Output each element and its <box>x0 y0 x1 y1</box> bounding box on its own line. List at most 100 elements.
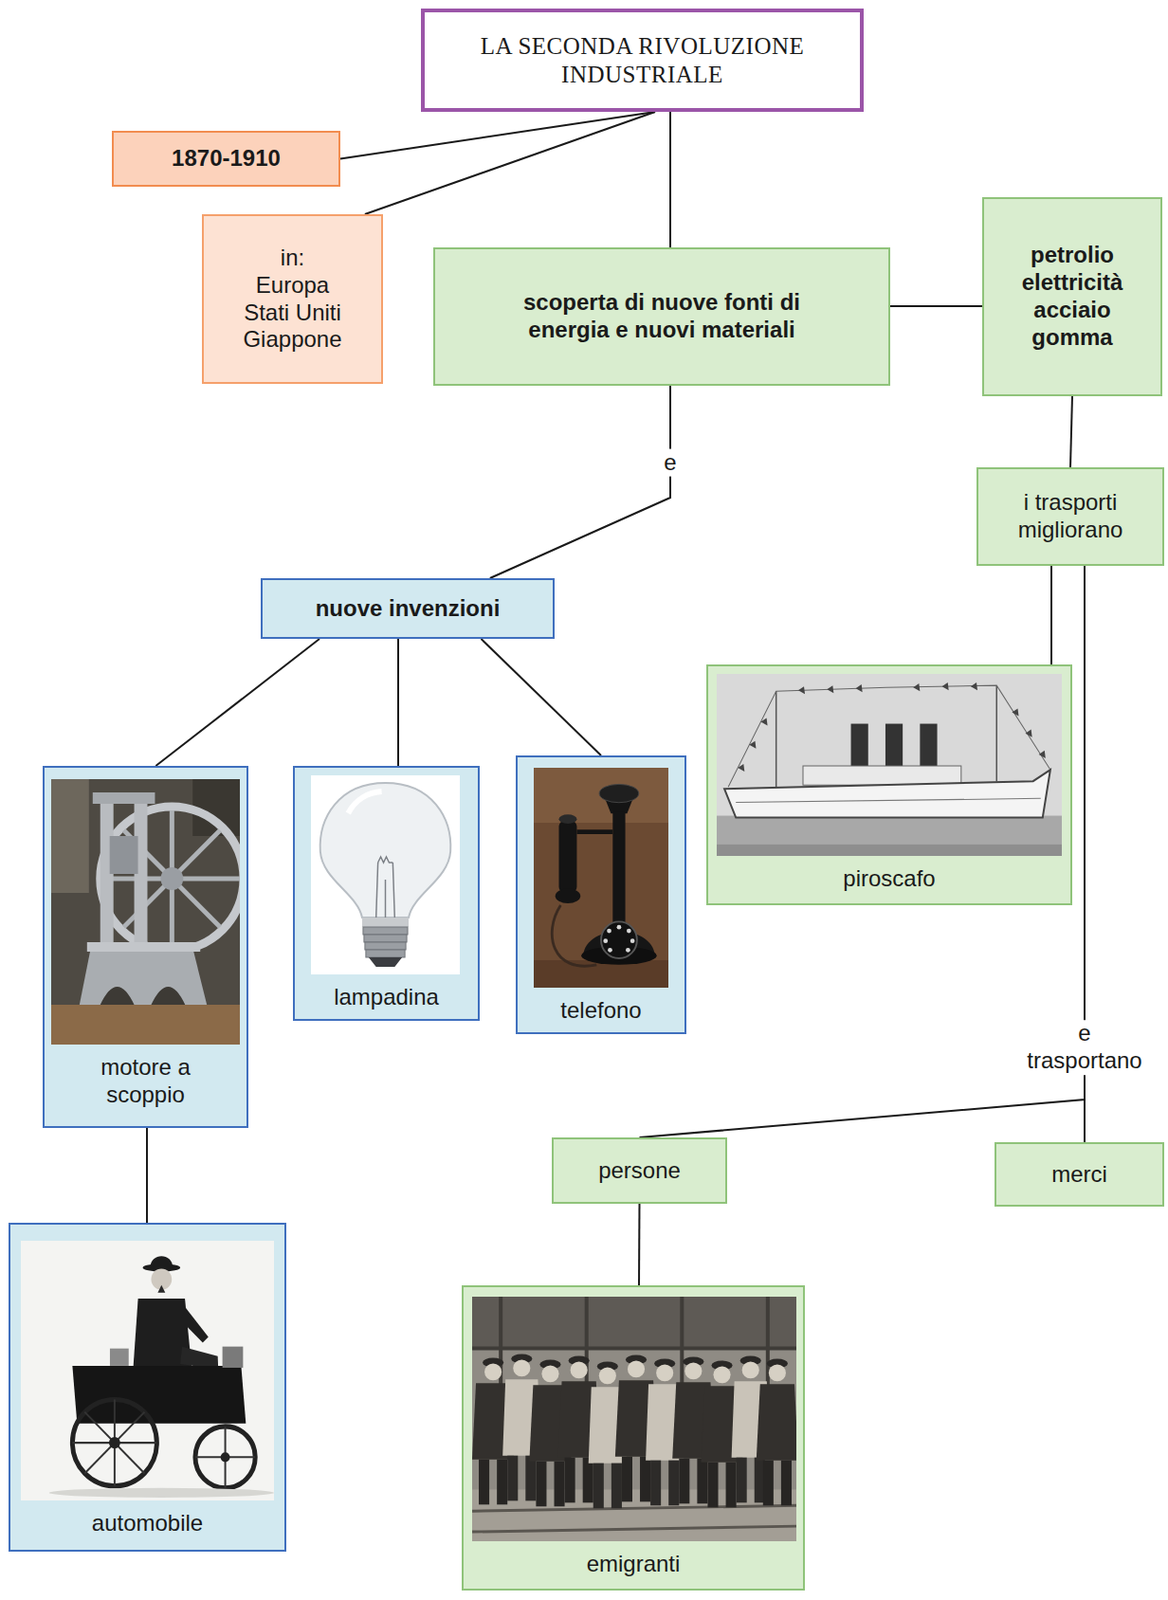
connector-label: e <box>658 449 681 477</box>
node-text: motore a scoppio <box>74 1054 218 1110</box>
engine-photo <box>51 779 240 1045</box>
illustration-part <box>617 925 622 931</box>
illustration-part <box>72 1399 256 1488</box>
illustration-part <box>157 1285 165 1294</box>
concept-box: merci <box>994 1142 1165 1207</box>
illustration-part <box>559 821 578 893</box>
illustration-part <box>748 741 756 749</box>
illustration-part <box>766 1296 770 1391</box>
illustration-part <box>472 1489 797 1542</box>
illustration-part <box>364 934 407 943</box>
connector-label: e trasportano <box>1022 1020 1147 1076</box>
illustration-part <box>607 948 613 953</box>
illustration-part <box>472 1296 797 1350</box>
illustration-part <box>347 791 382 814</box>
emigrants-photo <box>472 1296 797 1542</box>
illustration-part <box>109 1349 129 1367</box>
illustration-part <box>775 691 778 789</box>
period-box: 1870-1910 <box>111 130 341 187</box>
node-text: lampadina <box>333 984 439 1012</box>
illustration-part <box>100 986 186 1005</box>
illustration-part <box>803 766 962 785</box>
connector-line <box>397 638 400 767</box>
illustration-part <box>222 1347 244 1369</box>
node-text: 1870-1910 <box>171 145 281 173</box>
illustration-part <box>995 685 998 782</box>
illustration-part <box>92 792 156 804</box>
illustration-part <box>630 938 636 944</box>
picture-box: emigranti <box>461 1285 805 1591</box>
illustration-part <box>555 889 582 904</box>
illustration-part <box>362 917 409 928</box>
illustration-part <box>728 685 1051 787</box>
illustration-part <box>310 775 460 975</box>
illustration-part <box>737 764 745 772</box>
illustration-part <box>912 683 920 692</box>
node-text: scoperta di nuove fonti di energia e nuo… <box>486 289 838 345</box>
node-text: persone <box>598 1157 681 1186</box>
illustration-part <box>856 684 863 693</box>
node-text: LA SECONDA RIVOLUZIONE INDUSTRIALE <box>453 32 833 90</box>
node-text: automobile <box>91 1510 203 1538</box>
illustration-part <box>626 929 632 934</box>
illustration-part <box>365 949 405 958</box>
illustration-part <box>612 811 625 924</box>
node-text: nuove invenzioni <box>315 595 501 623</box>
illustration-part <box>72 1399 256 1488</box>
node-text: i trasporti migliorano <box>989 489 1151 545</box>
illustration-part <box>109 836 139 875</box>
illustration-part <box>679 1296 684 1387</box>
illustration-part <box>472 1505 797 1533</box>
connector-line <box>155 638 320 767</box>
concept-box: nuove invenzioni <box>260 578 555 639</box>
illustration-part <box>365 942 406 950</box>
illustration-part <box>533 767 669 823</box>
illustration-part <box>51 1004 240 1045</box>
picture-box: motore a scoppio <box>42 766 249 1129</box>
illustration-part <box>1011 708 1019 716</box>
picture-box: automobile <box>8 1222 287 1552</box>
illustration-part <box>100 798 114 955</box>
illustration-part <box>160 867 183 891</box>
picture-box: lampadina <box>292 766 480 1022</box>
illustration-part <box>20 1241 274 1501</box>
connector-line <box>669 111 672 248</box>
illustration-part <box>84 1412 145 1475</box>
illustration-part <box>104 810 240 948</box>
node-text: telefono <box>560 997 641 1025</box>
illustration-part <box>376 857 396 918</box>
illustration-part <box>149 1256 173 1268</box>
illustration-part <box>472 1347 797 1351</box>
illustration-part <box>602 938 608 944</box>
illustration-part <box>363 927 408 958</box>
illustration-part <box>1025 730 1033 738</box>
illustration-part <box>606 929 612 934</box>
illustration-part <box>195 1426 256 1489</box>
illustration-part <box>84 1412 145 1475</box>
illustration-part <box>472 1526 797 1533</box>
connector-line <box>1070 396 1073 468</box>
illustration-part <box>220 1452 231 1462</box>
connector-line <box>639 565 1086 1138</box>
illustration-part <box>737 682 1046 772</box>
illustration-part <box>761 717 768 726</box>
bulb-photo <box>310 775 460 975</box>
steamship-photo <box>716 674 1062 857</box>
illustration-part <box>756 1358 797 1506</box>
concept-box: persone <box>551 1137 728 1205</box>
title-box: LA SECONDA RIVOLUZIONE INDUSTRIALE <box>420 8 864 112</box>
illustration-part <box>724 769 1051 819</box>
illustration-part <box>79 948 207 1005</box>
node-text: emigranti <box>586 1551 681 1579</box>
illustration-part <box>72 1366 246 1424</box>
illustration-part <box>376 862 379 918</box>
illustration-part <box>826 685 834 694</box>
illustration-part <box>716 844 1062 857</box>
automobile-photo <box>20 1241 274 1501</box>
illustration-part <box>72 1399 157 1486</box>
illustration-part <box>368 957 402 968</box>
illustration-part <box>919 724 937 768</box>
picture-box: piroscafo <box>706 664 1073 906</box>
illustration-part <box>559 814 578 824</box>
